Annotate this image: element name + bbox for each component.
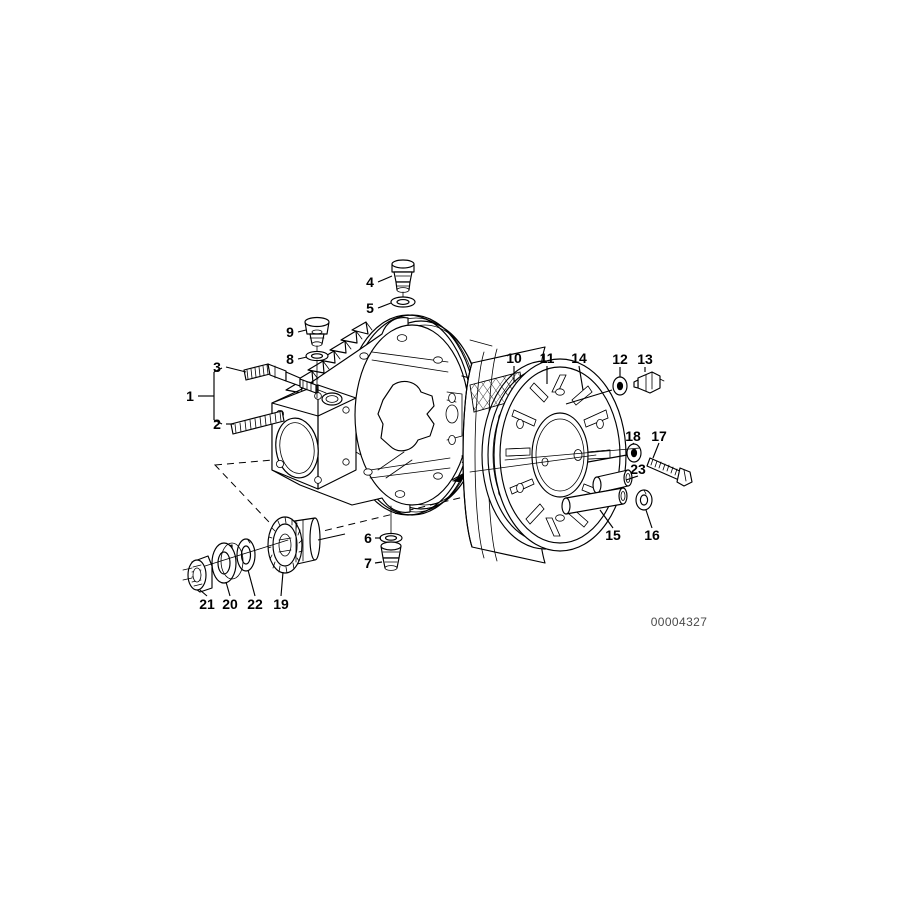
spacer-sleeve-short (592, 469, 633, 494)
stud-lower-2 (230, 410, 285, 435)
callout-collar-nut-21: 21 (199, 596, 215, 612)
washer-18 (626, 443, 642, 463)
leader-lines (198, 275, 660, 597)
callout-stud-lower: 2 (213, 416, 221, 432)
callout-sealing-ring-drain: 6 (364, 530, 372, 546)
lock-washer-16 (635, 489, 653, 511)
stud-upper-3 (243, 363, 327, 394)
callout-drive-pinion-gear: 19 (273, 596, 289, 612)
drive-pinion-gear-19 (267, 516, 321, 574)
sealing-ring-5 (390, 296, 416, 308)
callout-stud-upper: 3 (213, 359, 221, 375)
callout-bracket-group: 1 (186, 388, 194, 404)
bearing-20 (211, 542, 244, 584)
callout-sealing-ring-vent: 5 (366, 300, 374, 316)
housing-inner-face (354, 324, 470, 506)
gear-teeth (267, 516, 303, 574)
callout-filler-plug: 9 (286, 324, 294, 340)
sealing-ring-8 (305, 350, 329, 362)
thread-2 (234, 411, 282, 434)
callout-bolt-13: 13 (637, 351, 653, 367)
drawing-number: 00004327 (650, 615, 708, 629)
callout-sealing-ring-filler: 8 (286, 351, 294, 367)
hex-bolt-17 (646, 457, 693, 487)
callout-lock-washer-16: 16 (644, 527, 660, 543)
bearing-cover-box (271, 384, 367, 490)
thread-17 (650, 458, 678, 476)
shim-washer-22 (236, 538, 256, 572)
callout-wheel-hub-carrier: 14 (571, 350, 587, 366)
callout-bearing-20: 20 (222, 596, 238, 612)
sealing-ring-6 (379, 532, 403, 544)
thread-3b (302, 379, 312, 392)
callout-hex-bolt-17: 17 (651, 428, 667, 444)
thread-3 (246, 364, 269, 380)
bolt-13 (633, 371, 665, 394)
drain-plug-7 (380, 541, 402, 571)
callout-vent-screw: 4 (366, 274, 374, 290)
callout-spacer-sleeve-short: 23 (630, 461, 646, 477)
callout-washer-12: 12 (612, 351, 628, 367)
vent-screw-4 (391, 259, 415, 299)
filler-plug-9 (304, 316, 330, 353)
housing-flange-bolt-bosses (359, 334, 456, 498)
callout-brake-drum: 10 (506, 350, 522, 366)
callout-brake-shoe-ring: 11 (539, 350, 555, 366)
callout-drain-plug: 7 (364, 555, 372, 571)
callout-washer-18: 18 (625, 428, 641, 444)
differential-housing (271, 314, 493, 516)
collar-nut-21 (182, 555, 213, 593)
spacer-sleeve-long (561, 487, 628, 515)
callout-spacer-sleeve-long: 15 (605, 527, 621, 543)
washer-12 (612, 376, 628, 396)
callout-shim-washer-22: 22 (247, 596, 263, 612)
